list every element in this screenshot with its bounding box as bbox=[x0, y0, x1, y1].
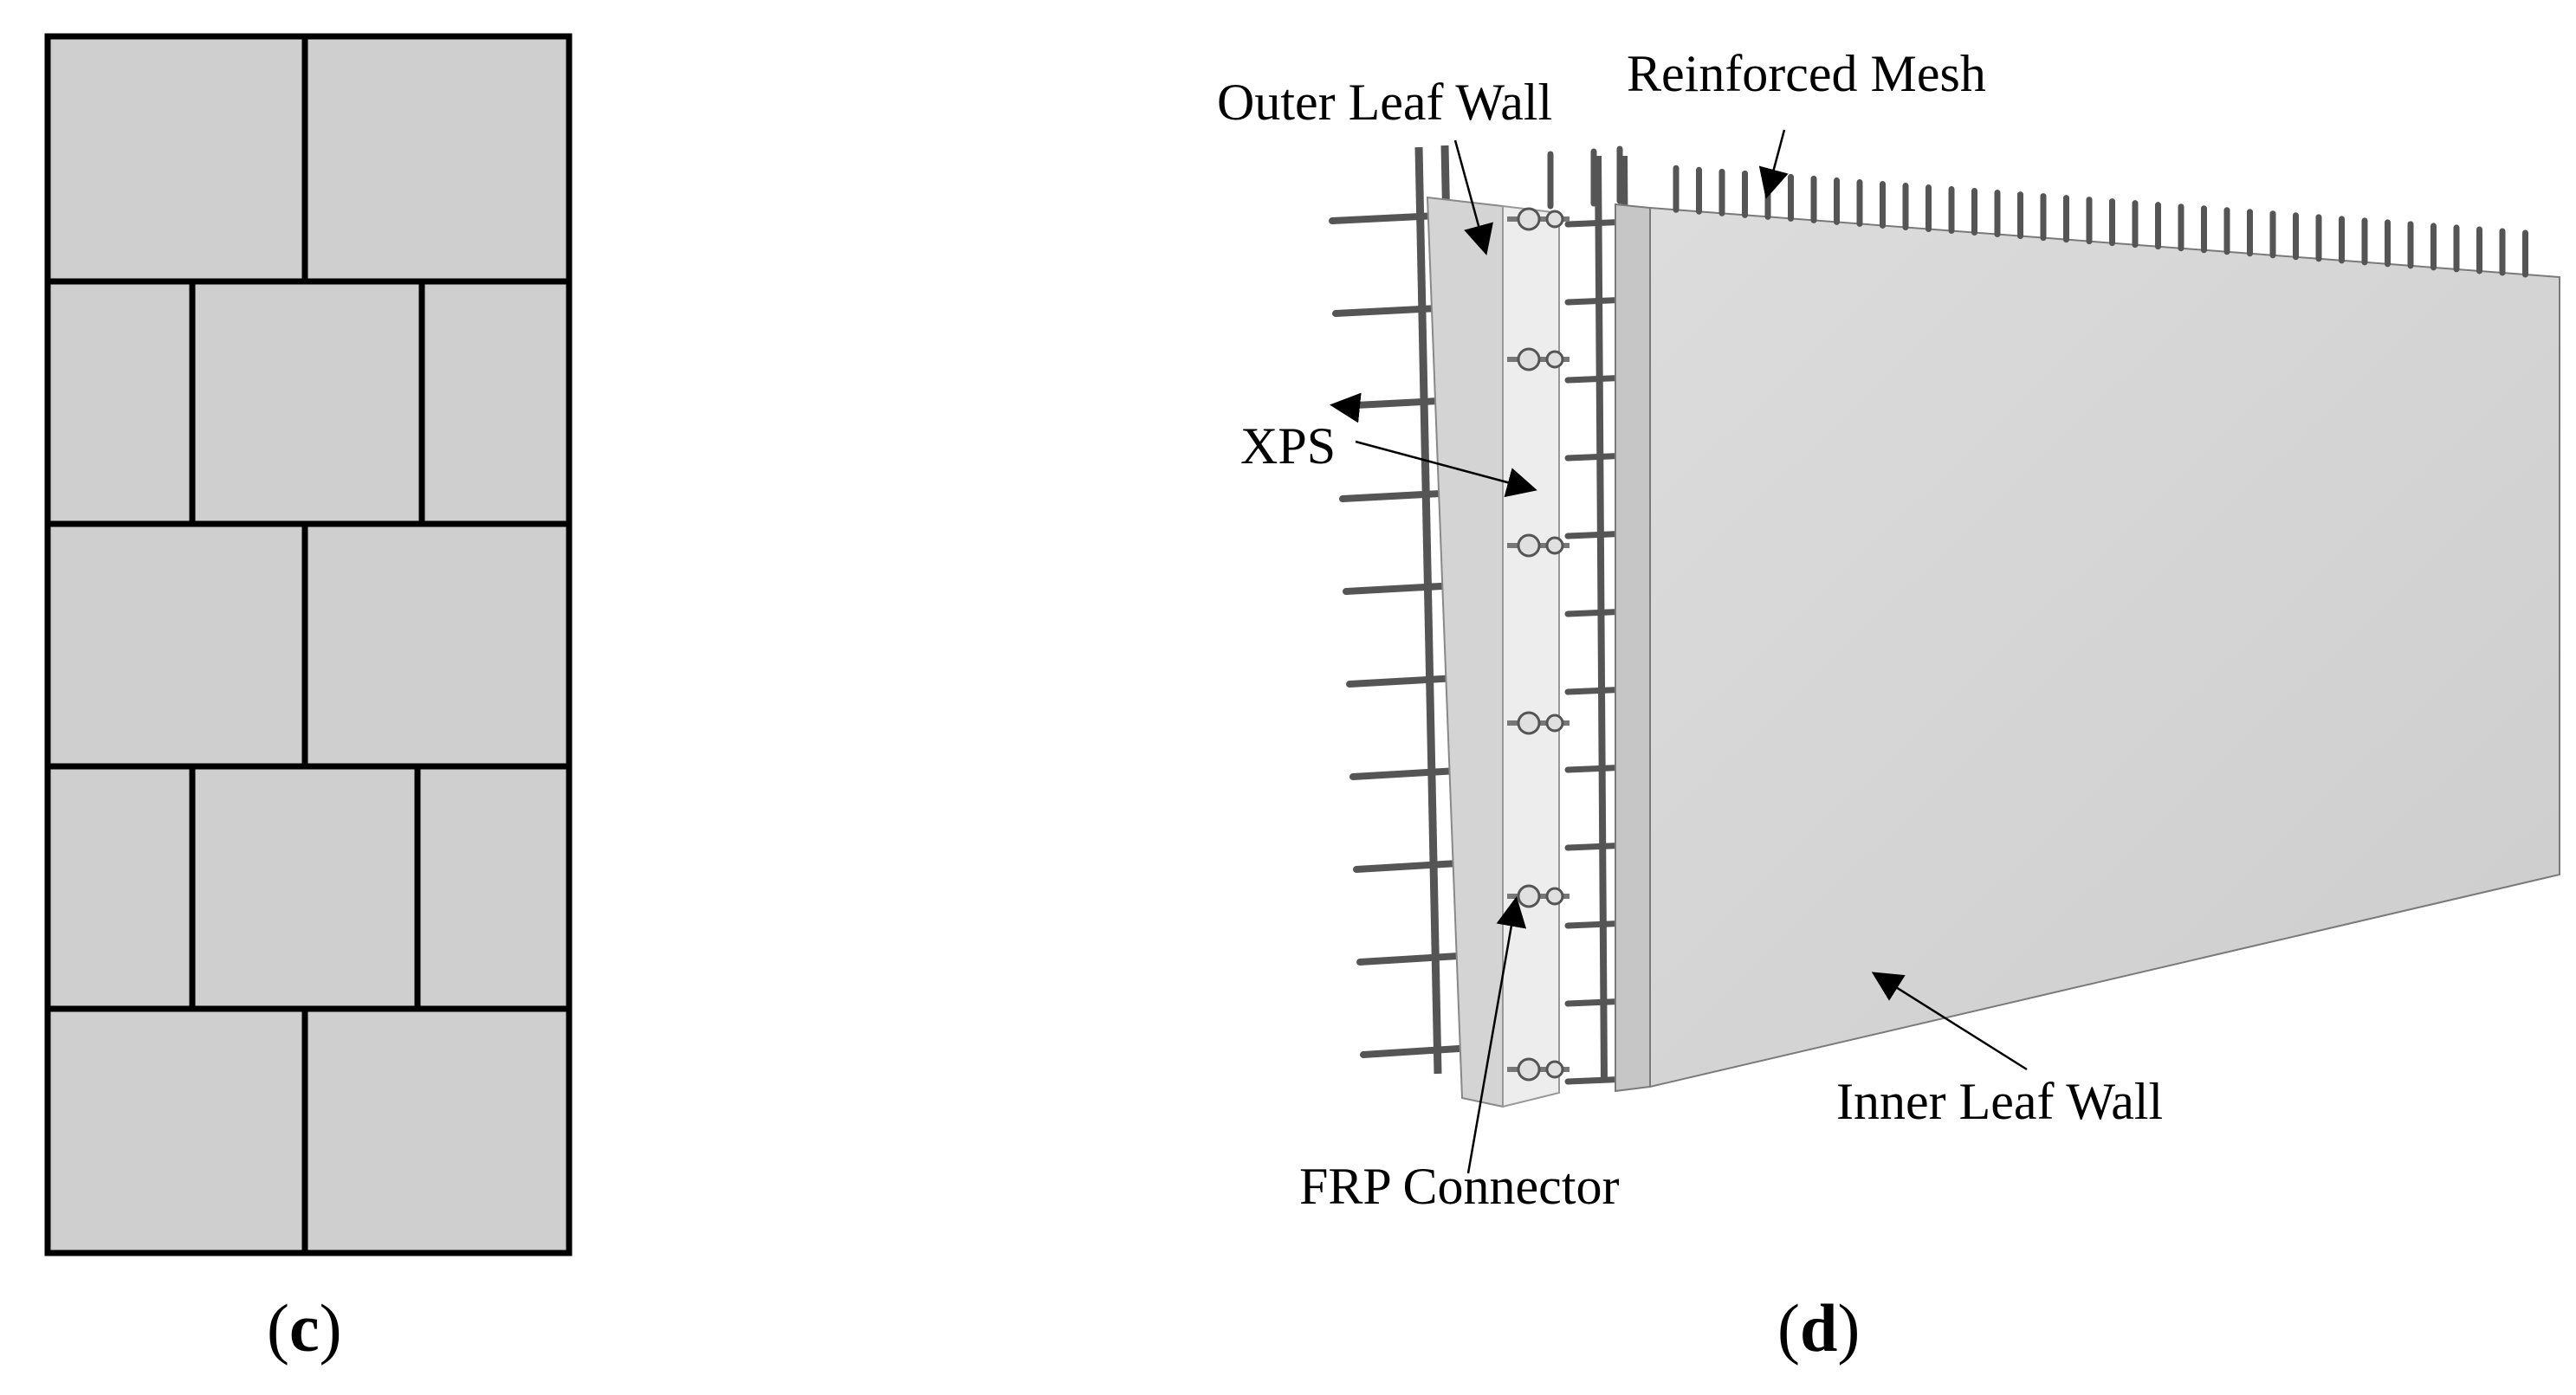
label-xps: XPS bbox=[1240, 417, 1337, 475]
brick bbox=[301, 33, 573, 285]
caption-c-close: ) bbox=[319, 1290, 342, 1366]
caption-c: (c) bbox=[267, 1295, 342, 1362]
label-reinforced-mesh: Reinforced Mesh bbox=[1627, 45, 1986, 102]
caption-d-open: ( bbox=[1777, 1290, 1800, 1366]
inner-leaf-wall-face bbox=[1649, 206, 2560, 1088]
caption-c-open: ( bbox=[267, 1290, 289, 1366]
panel-c: (c) bbox=[0, 0, 866, 1395]
caption-d-close: ) bbox=[1837, 1290, 1861, 1366]
brick bbox=[189, 763, 421, 1012]
xps-insulation-layer bbox=[1502, 204, 1560, 1108]
label-inner-leaf-wall: Inner Leaf Wall bbox=[1836, 1073, 2164, 1130]
reinforced-mesh-top-bars bbox=[1547, 145, 2528, 278]
brick bbox=[44, 278, 196, 527]
outer-horizontal-bar bbox=[1356, 952, 1476, 966]
brick bbox=[189, 278, 425, 527]
caption-d: (d) bbox=[1777, 1295, 1860, 1362]
brick bbox=[301, 520, 573, 770]
brick bbox=[44, 33, 308, 285]
brick bbox=[44, 520, 308, 770]
frp-connectors bbox=[1507, 207, 1570, 1082]
caption-c-letter: c bbox=[288, 1290, 320, 1366]
reinforced-mesh-arrow bbox=[1758, 129, 1789, 199]
frp-connector bbox=[1507, 347, 1570, 371]
frp-connector bbox=[1507, 1057, 1570, 1082]
inner-leaf-wall-edge bbox=[1615, 203, 1651, 1093]
brick bbox=[44, 763, 196, 1012]
frp-connector bbox=[1507, 711, 1570, 735]
brick bbox=[44, 1005, 308, 1256]
brick bbox=[418, 278, 573, 527]
brick-bond-diagram bbox=[44, 33, 573, 1256]
label-frp-connector: FRP Connector bbox=[1299, 1158, 1620, 1215]
brick bbox=[414, 763, 573, 1012]
frp-connector bbox=[1507, 884, 1570, 908]
inner-vertical-bar bbox=[1595, 155, 1608, 1083]
label-outer-leaf-wall: Outer Leaf Wall bbox=[1217, 74, 1553, 131]
sandwich-wall-diagram bbox=[1329, 129, 2560, 1174]
frp-connector bbox=[1507, 533, 1570, 558]
outer-leaf-wall-arrow bbox=[1453, 139, 1493, 255]
frp-connector-arrow bbox=[1466, 896, 1527, 1174]
frp-connector bbox=[1507, 207, 1570, 231]
brick-grid bbox=[44, 33, 573, 1256]
outer-vertical-bar bbox=[1414, 146, 1442, 1075]
brick bbox=[301, 1005, 573, 1256]
xps-short-arrow bbox=[1330, 392, 1362, 423]
outer-horizontal-bar bbox=[1360, 1044, 1476, 1058]
caption-d-letter: d bbox=[1799, 1290, 1838, 1366]
panel-d: Outer Leaf Wall Reinforced Mesh XPS FRP … bbox=[866, 0, 2576, 1395]
xps-arrow bbox=[1355, 440, 1537, 498]
inner-leaf-wall-arrow bbox=[1871, 972, 2028, 1071]
